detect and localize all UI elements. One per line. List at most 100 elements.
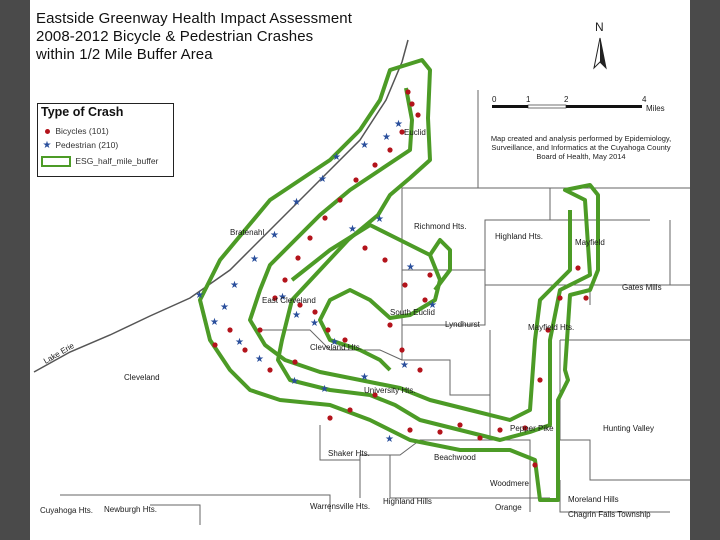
north-label: N	[595, 20, 604, 34]
pedestrian-crash-marker: ★	[292, 310, 301, 321]
bicycle-crash-marker	[312, 309, 318, 315]
legend-item-label: Pedestrian (210)	[55, 140, 119, 150]
buffer-inner	[248, 87, 572, 422]
bicycle-crash-marker	[362, 245, 368, 251]
pedestrian-crash-marker: ★	[230, 280, 239, 291]
place-label: Hunting Valley	[603, 424, 654, 433]
bicycle-crash-marker	[387, 147, 393, 153]
scale-tick: 4	[642, 95, 647, 104]
bicycle-crash-marker	[583, 295, 589, 301]
north-arrow-icon	[593, 37, 607, 70]
bicycle-crash-marker	[457, 422, 463, 428]
green-outline-icon	[41, 156, 71, 168]
bicycle-crash-marker	[372, 162, 378, 168]
bicycle-crash-marker	[295, 255, 301, 261]
bicycle-crash-marker	[405, 89, 411, 95]
bicycle-crash-marker	[342, 337, 348, 343]
place-label: Warrensville Hts.	[310, 502, 371, 511]
bicycle-crash-marker	[537, 377, 543, 383]
place-label: Moreland Hills	[568, 495, 619, 504]
pedestrian-crash-marker: ★	[394, 119, 403, 130]
legend-item-bicycles: Bicycles (101)	[41, 126, 109, 136]
bicycle-crash-marker	[422, 297, 428, 303]
bicycle-crash-marker	[407, 427, 413, 433]
bicycle-crash-marker	[545, 327, 551, 333]
bicycle-crash-marker	[327, 415, 333, 421]
scale-tick: 1	[526, 95, 531, 104]
pedestrian-crash-marker: ★	[406, 262, 415, 273]
pedestrian-crash-marker: ★	[385, 434, 394, 445]
pedestrian-crash-marker: ★	[360, 372, 369, 383]
pedestrian-crash-marker: ★	[270, 230, 279, 241]
pedestrian-crash-marker: ★	[195, 290, 204, 301]
pedestrian-crash-marker: ★	[318, 174, 327, 185]
scale-tick: 2	[564, 95, 569, 104]
bicycle-crash-marker	[387, 322, 393, 328]
map-canvas: ★ ★ ★ ★ ★ ★ ★ ★ ★ ★ ★ ★ ★ ★ ★ ★ ★ ★ ★ ★ …	[33, 39, 690, 525]
pedestrian-crash-marker: ★	[235, 337, 244, 348]
red-dot-icon	[44, 129, 50, 134]
bicycle-crash-marker	[409, 101, 415, 107]
buffer-loop	[290, 223, 442, 372]
bicycle-crash-marker	[257, 327, 263, 333]
bicycle-crash-marker	[402, 282, 408, 288]
pedestrian-crash-marker: ★	[428, 300, 437, 311]
bicycle-crash-marker	[522, 425, 528, 431]
place-label: Richmond Hts.	[414, 222, 467, 231]
bicycle-crash-marker	[227, 327, 233, 333]
legend-item-label: Bicycles (101)	[55, 126, 109, 136]
bicycle-crash-marker	[399, 347, 405, 353]
legend-item-label: ESG_half_mile_buffer	[75, 156, 159, 166]
place-label: Shaker Hts.	[328, 449, 370, 458]
pedestrian-crash-marker: ★	[375, 214, 384, 225]
pedestrian-crash-marker: ★	[220, 302, 229, 313]
place-label: Mayfield	[575, 238, 605, 247]
place-label: Pepper Pike	[510, 424, 554, 433]
scale-bar: 0 1 2 4 Miles	[492, 95, 690, 117]
pedestrian-crash-marker: ★	[278, 292, 287, 303]
bicycle-crash-marker	[353, 177, 359, 183]
bicycle-crash-marker	[242, 347, 248, 353]
place-label: Woodmere	[490, 479, 529, 488]
bicycle-crash-marker	[325, 327, 331, 333]
bicycle-crash-points	[212, 89, 589, 468]
scale-bar-graphic	[492, 104, 642, 109]
pedestrian-crash-marker: ★	[250, 254, 259, 265]
bicycle-crash-marker	[307, 235, 313, 241]
place-label: Mayfield Hts.	[528, 323, 575, 332]
bicycle-crash-marker	[297, 302, 303, 308]
bicycle-crash-marker	[557, 295, 563, 301]
place-label: Euclid	[404, 128, 426, 137]
north-arrow: N	[586, 20, 616, 74]
bicycle-crash-marker	[415, 112, 421, 118]
place-label: Cleveland Hts.	[310, 343, 363, 352]
blue-star-icon: ★	[42, 140, 52, 151]
bicycle-crash-marker	[477, 435, 483, 441]
place-label: Beachwood	[434, 453, 476, 462]
map-credit: Map created and analysis performed by Ep…	[490, 134, 672, 161]
bicycle-crash-marker	[322, 215, 328, 221]
bicycle-crash-marker	[337, 197, 343, 203]
place-label: Newburgh Hts.	[104, 505, 157, 514]
legend-title: Type of Crash	[41, 105, 124, 119]
bicycle-crash-marker	[399, 129, 405, 135]
pedestrian-crash-marker: ★	[382, 132, 391, 143]
place-label: Cleveland	[124, 373, 160, 382]
place-label: Lyndhurst	[445, 320, 480, 329]
pedestrian-crash-marker: ★	[290, 376, 299, 387]
place-label: Orange	[495, 503, 522, 512]
scale-tick: 0	[492, 95, 497, 104]
place-label: Bratenahl	[230, 228, 265, 237]
bicycle-crash-marker	[347, 407, 353, 413]
map-title-line-2: 2008-2012 Bicycle & Pedestrian Crashes	[36, 28, 314, 45]
bicycle-crash-marker	[267, 367, 273, 373]
pedestrian-crash-marker: ★	[332, 152, 341, 163]
scale-unit: Miles	[646, 104, 665, 113]
bicycle-crash-marker	[382, 257, 388, 263]
bicycle-crash-marker	[212, 342, 218, 348]
place-label: University Hts.	[364, 386, 416, 395]
pedestrian-crash-marker: ★	[310, 318, 319, 329]
place-label: Cuyahoga Hts.	[40, 506, 93, 515]
pedestrian-crash-points: ★ ★ ★ ★ ★ ★ ★ ★ ★ ★ ★ ★ ★ ★ ★ ★ ★ ★ ★ ★ …	[195, 119, 437, 445]
